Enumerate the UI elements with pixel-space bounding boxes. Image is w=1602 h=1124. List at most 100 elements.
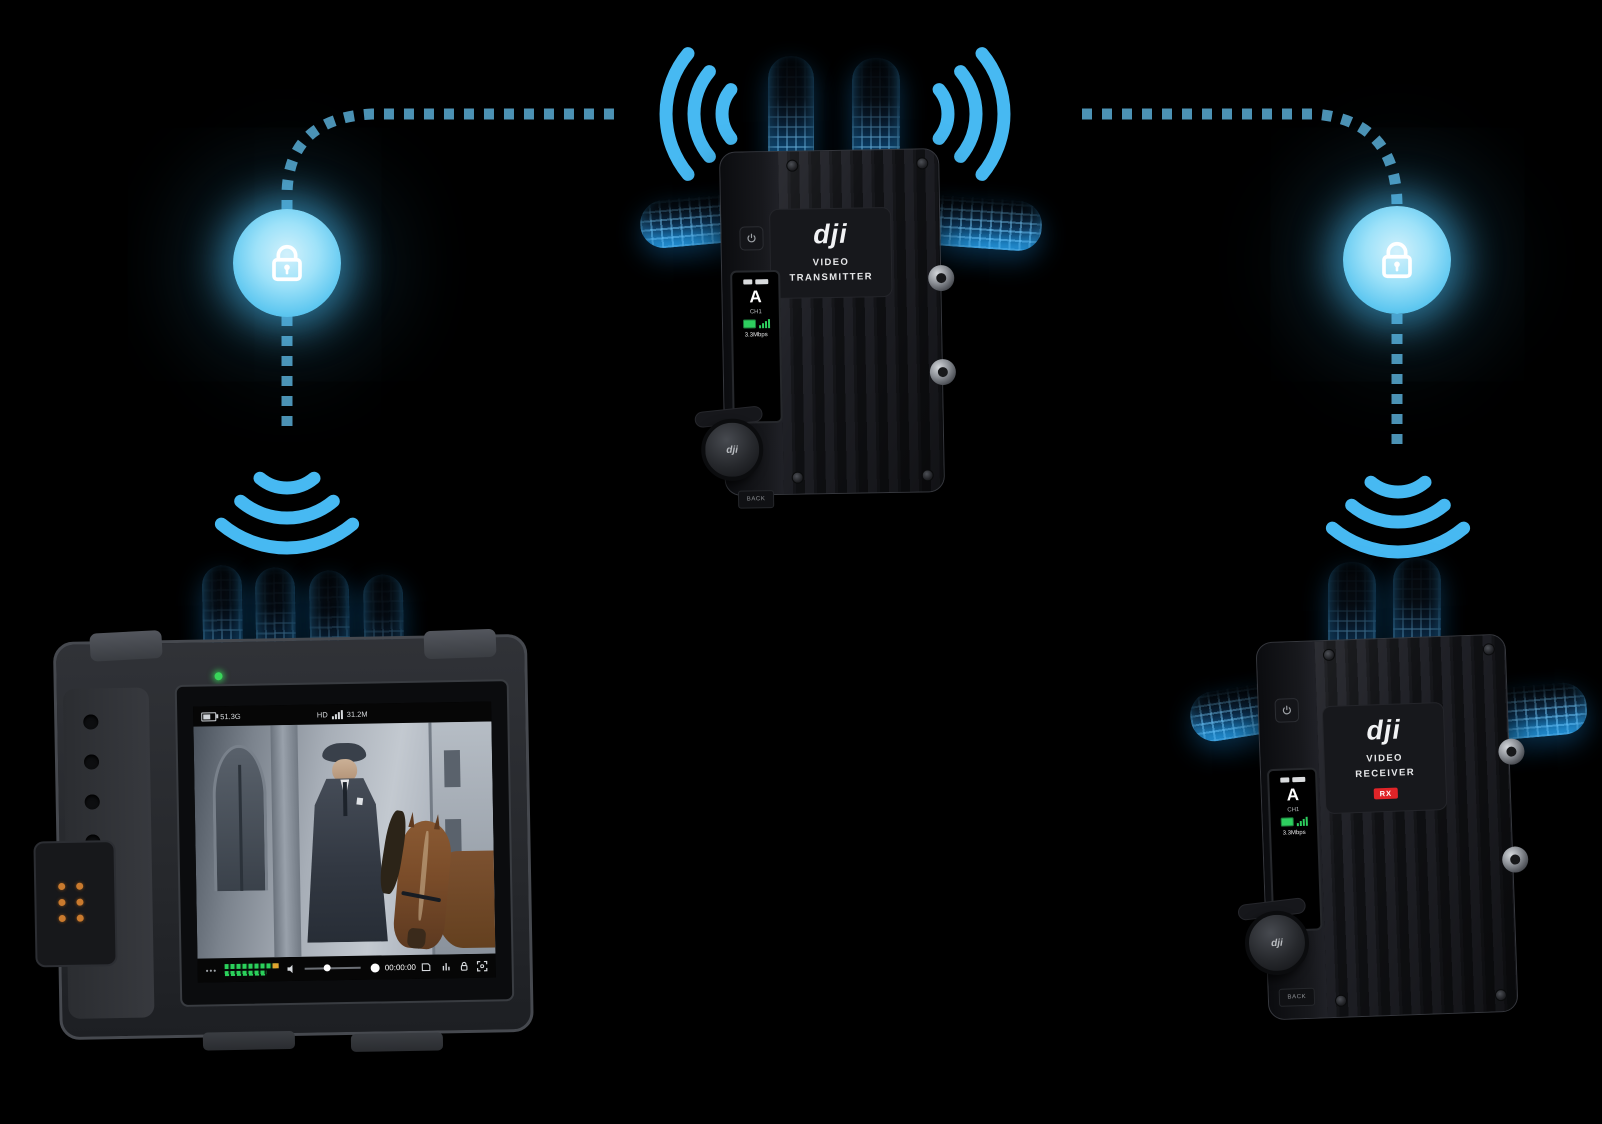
building-window (444, 749, 461, 788)
video-transmitter-device: dji VIDEO TRANSMITTER A CH1 3. (638, 50, 1044, 509)
bitrate-readout: 3.3Mbps (1282, 829, 1306, 837)
power-icon (1282, 705, 1291, 715)
lock-icon (460, 961, 468, 971)
focus-frame-icon (476, 960, 488, 971)
power-icon (747, 233, 756, 243)
lock-icon (1382, 241, 1412, 279)
encryption-lock-badge-right (1343, 206, 1451, 314)
dji-logo: dji (812, 218, 848, 250)
wifi-signal-icon-receiver (1325, 475, 1471, 559)
wifi-signal-icon-monitor (214, 471, 360, 555)
receiver-front-panel (1314, 634, 1518, 1018)
monitor-device: 51.3G HD 31.2M (33, 552, 548, 1081)
wifi-signal-icon-tx-right (932, 47, 1011, 181)
record-timecode: 00:00:00 (384, 962, 416, 972)
scene-arched-window (211, 743, 268, 892)
contact-pin (76, 898, 84, 906)
bnc-connector (1497, 738, 1525, 766)
sd-chip-icon (1291, 776, 1305, 783)
meter-peak (272, 963, 280, 969)
screen-control-bar: ••• 00:00:00 (197, 953, 496, 983)
channel-indicator: A (749, 287, 762, 307)
audio-meter-row (225, 970, 268, 977)
dji-logo: dji (1270, 937, 1283, 949)
back-button: BACK (1278, 987, 1316, 1007)
battery-icon (1280, 817, 1294, 827)
window-mullion (237, 764, 243, 892)
meters-icon (442, 962, 450, 971)
bnc-connector (929, 358, 957, 386)
channel-sub-label: CH1 (749, 309, 762, 316)
cage-corner-block (89, 629, 163, 662)
back-button: BACK (737, 490, 775, 509)
monitor-cage: 51.3G HD 31.2M (33, 628, 534, 1052)
bitrate-readout: 31.2M (346, 709, 368, 719)
dji-logo: dji (726, 444, 739, 456)
rx-badge: RX (1373, 787, 1399, 800)
cage-foot (350, 1032, 444, 1052)
contact-pin (58, 882, 66, 891)
receiver-label-plate: dji VIDEO RECEIVER RX (1322, 702, 1447, 814)
horse-blaze (417, 831, 431, 921)
wifi-signal-icon-tx-left (659, 47, 738, 181)
storage-remaining: 51.3G (220, 711, 241, 721)
sd-chip-icon (754, 279, 768, 285)
rail-hole (83, 714, 99, 730)
monitor-screen: 51.3G HD 31.2M (174, 679, 515, 1007)
transmitter-status-screen: A CH1 3.3Mbps (730, 269, 783, 424)
video-scene (193, 721, 496, 959)
channel-indicator: A (1286, 785, 1300, 805)
status-led (214, 672, 223, 681)
battery-icon (201, 711, 217, 722)
device-label-line2: TRANSMITTER (789, 271, 874, 284)
dotted-line-monitor-to-transmitter (281, 108, 614, 210)
horse-muzzle (407, 927, 427, 950)
contact-pin (58, 898, 66, 907)
sd-card-icon (421, 962, 431, 971)
audio-meter-row (224, 963, 280, 970)
volume-slider-handle (324, 964, 332, 972)
transmitter-front-panel (778, 149, 944, 494)
lock-icon (272, 244, 302, 282)
transmitter-label-plate: dji VIDEO TRANSMITTER (770, 207, 892, 299)
menu-dots: ••• (205, 965, 218, 976)
contact-pin (76, 914, 84, 922)
record-icon (370, 962, 380, 973)
cage-foot (202, 1030, 296, 1051)
screen-status-chip-icons (1279, 776, 1305, 783)
dotted-link-lines (281, 108, 1403, 444)
transmitter-body: dji VIDEO TRANSMITTER A CH1 3. (693, 148, 957, 509)
contact-pin (76, 882, 84, 890)
audio-meters-icon (224, 963, 280, 977)
bnc-connector (928, 264, 955, 292)
device-label-line2: RECEIVER (1355, 767, 1416, 781)
power-button (739, 226, 764, 251)
rider-tie (343, 782, 348, 817)
signal-bars-icon (758, 319, 770, 329)
channel-sub-label: CH1 (1287, 807, 1300, 814)
battery-plate (33, 840, 118, 968)
signal-bars-icon (331, 709, 343, 719)
rail-hole (84, 794, 100, 810)
format-label: HD (316, 709, 328, 720)
scene-horse (359, 809, 496, 956)
horse-ear (409, 812, 416, 828)
receiver-body: dji VIDEO RECEIVER RX A CH1 (1237, 633, 1529, 1021)
dji-logo: dji (1365, 714, 1402, 746)
record-group: 00:00:00 (370, 962, 431, 973)
bnc-connector (1501, 846, 1529, 873)
mode-chip-icon (742, 279, 752, 285)
horse-ear (434, 814, 441, 830)
wifi-arc-groups (214, 47, 1471, 559)
volume-icon (287, 964, 293, 974)
cage-corner-block (423, 628, 497, 660)
mode-chip-icon (1279, 777, 1289, 783)
video-receiver-device: dji VIDEO RECEIVER RX A CH1 (1186, 556, 1602, 1026)
power-button (1274, 698, 1300, 723)
device-label-line1: VIDEO (812, 256, 850, 269)
dotted-line-transmitter-to-lock-right (1082, 108, 1403, 207)
encryption-lock-badge-left (233, 209, 341, 317)
volume-slider (305, 964, 362, 972)
